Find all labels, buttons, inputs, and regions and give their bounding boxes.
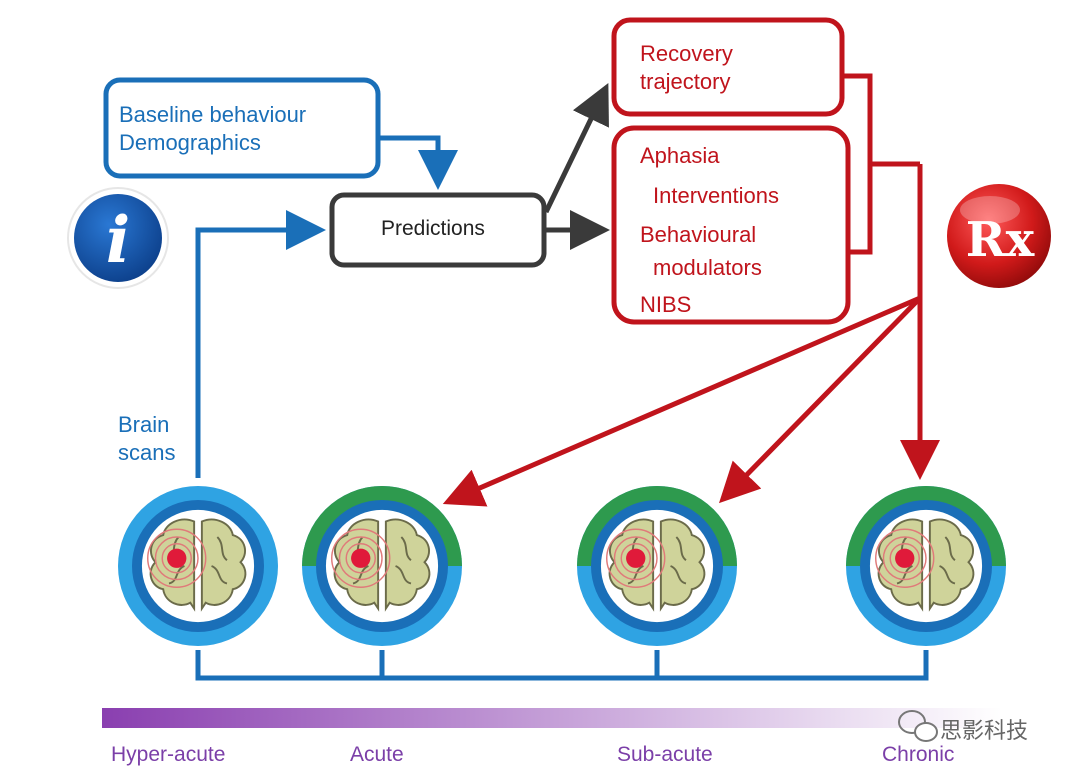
brain-scans-line2: scans bbox=[118, 440, 176, 465]
timeline-scan-bus bbox=[195, 650, 929, 681]
baseline-box bbox=[103, 77, 381, 179]
brain-scans-line1: Brain bbox=[118, 412, 170, 437]
predictions-box bbox=[329, 192, 547, 268]
rx-to-subacute-arrow bbox=[719, 296, 922, 504]
baseline-line1: Baseline behaviour bbox=[119, 102, 307, 127]
recovery-box bbox=[611, 17, 845, 117]
interventions-label: Interventions bbox=[653, 183, 779, 208]
baseline-to-predictions-arrow bbox=[378, 135, 458, 190]
behavioural-label: Behavioural bbox=[640, 222, 757, 247]
stage-subacute: Sub-acute bbox=[617, 743, 713, 766]
nibs-label: NIBS bbox=[640, 292, 692, 317]
info-icon: i bbox=[67, 187, 169, 289]
brain-chronic bbox=[846, 486, 1006, 646]
interventions-box bbox=[611, 125, 851, 325]
rx-icon-glyph: Rx bbox=[966, 212, 1035, 268]
predictions-to-recovery-arrow bbox=[543, 82, 609, 214]
brain-subacute bbox=[577, 486, 737, 646]
recovery-line1: Recovery bbox=[640, 41, 733, 66]
timeline-arrow bbox=[102, 700, 1028, 736]
scans-to-predictions-arrow bbox=[195, 210, 326, 478]
stage-chronic: Chronic bbox=[882, 743, 955, 766]
brain-acute bbox=[302, 486, 462, 646]
modulators-label: modulators bbox=[653, 255, 762, 280]
stage-hyperacute: Hyper-acute bbox=[111, 743, 226, 766]
recovery-line2: trajectory bbox=[640, 69, 731, 94]
watermark-text: 思影科技 bbox=[940, 719, 1029, 744]
predictions-label: Predictions bbox=[381, 217, 485, 240]
aphasia-label: Aphasia bbox=[640, 143, 720, 168]
watermark-logo-icon bbox=[898, 710, 938, 742]
stage-acute: Acute bbox=[350, 743, 404, 766]
info-icon-glyph: i bbox=[106, 203, 130, 278]
rx-to-acute-arrow bbox=[442, 295, 921, 507]
baseline-line2: Demographics bbox=[119, 130, 261, 155]
rx-icon: Rx bbox=[947, 184, 1051, 288]
brain-hyperacute bbox=[118, 486, 278, 646]
